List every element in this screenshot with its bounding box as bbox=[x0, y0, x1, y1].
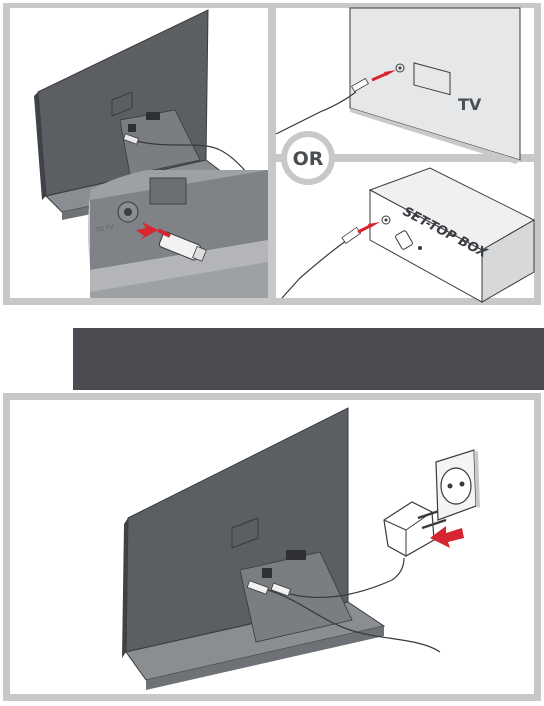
insert-arrow-icon bbox=[136, 222, 158, 240]
tv-illustration: TV bbox=[349, 7, 521, 164]
or-badge: OR bbox=[281, 131, 335, 185]
tv-cable bbox=[275, 91, 357, 135]
cable-plug bbox=[122, 133, 140, 145]
or-label: OR bbox=[293, 148, 324, 170]
power-adapter-icon bbox=[383, 501, 447, 557]
section-banner bbox=[73, 328, 544, 390]
plug-in-arrow-icon bbox=[430, 526, 464, 548]
wall-socket-icon bbox=[435, 449, 480, 521]
tv-plug bbox=[351, 77, 369, 93]
tv-label: TV bbox=[458, 95, 482, 114]
step-connect-antenna-panel: TO TV TV SET-TOP BOX bbox=[3, 3, 541, 305]
coax-cable-2 bbox=[267, 589, 441, 653]
antenna-illustration-2 bbox=[122, 407, 386, 690]
set-top-box-illustration: SET-TOP BOX bbox=[368, 167, 536, 303]
step-connect-power-panel bbox=[3, 393, 541, 701]
socket-label: TO TV bbox=[94, 224, 115, 234]
zoom-callout: TO TV bbox=[88, 170, 268, 298]
power-plug-dc bbox=[270, 582, 291, 597]
antenna-plug-2 bbox=[246, 580, 269, 595]
power-cable bbox=[289, 557, 405, 598]
